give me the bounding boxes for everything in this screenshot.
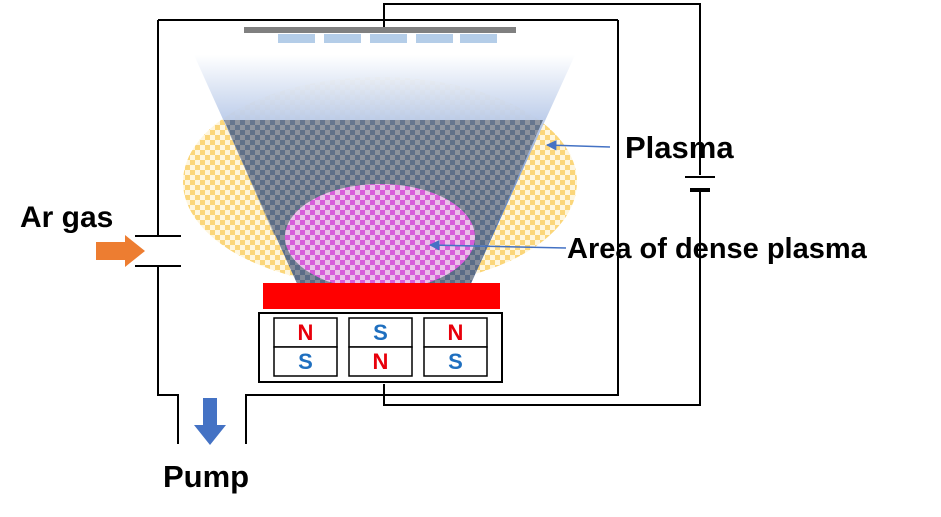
ar-gas-label: Ar gas [20, 201, 113, 234]
dense-plasma-label: Area of dense plasma [567, 233, 868, 265]
target-plate [263, 283, 500, 309]
magnet-pole-box [423, 346, 488, 377]
substrate-holder [244, 27, 516, 33]
right-arrow-icon [96, 235, 145, 267]
magnet-1: NS [273, 317, 338, 377]
chamber-wall-left-lower [157, 266, 179, 444]
magnet-pole-bottom-label: S [298, 349, 313, 374]
dense-plasma-pointer-arrow [428, 239, 567, 251]
plasma-pointer-arrow [545, 140, 611, 151]
magnet-pole-box [423, 317, 488, 348]
wire-top [383, 3, 701, 175]
down-arrow-icon [194, 398, 226, 445]
magnet-pole-box [348, 346, 413, 377]
magnet-pole-bottom-label: N [373, 349, 389, 374]
magnet-pole-top-label: N [448, 320, 464, 345]
gas-inlet-pipe [135, 235, 181, 267]
battery-icon [685, 176, 715, 192]
magnet-2: SN [348, 317, 413, 377]
plasma-label: Plasma [625, 130, 734, 165]
dense-plasma-region [285, 184, 475, 290]
wire-bottom [383, 192, 701, 406]
magnet-pole-bottom-label: S [448, 349, 463, 374]
pump-label: Pump [163, 459, 249, 494]
magnet-pole-box [348, 317, 413, 348]
magnet-pole-top-label: N [298, 320, 314, 345]
magnet-pole-box [273, 317, 338, 348]
power-circuit [383, 3, 701, 406]
vacuum-chamber [157, 19, 619, 444]
magnet-3: NS [423, 317, 488, 377]
chamber-wall-right [245, 20, 619, 444]
substrate-tiles [278, 34, 497, 43]
magnet-pole-top-label: S [373, 320, 388, 345]
magnet-pole-box [273, 346, 338, 377]
